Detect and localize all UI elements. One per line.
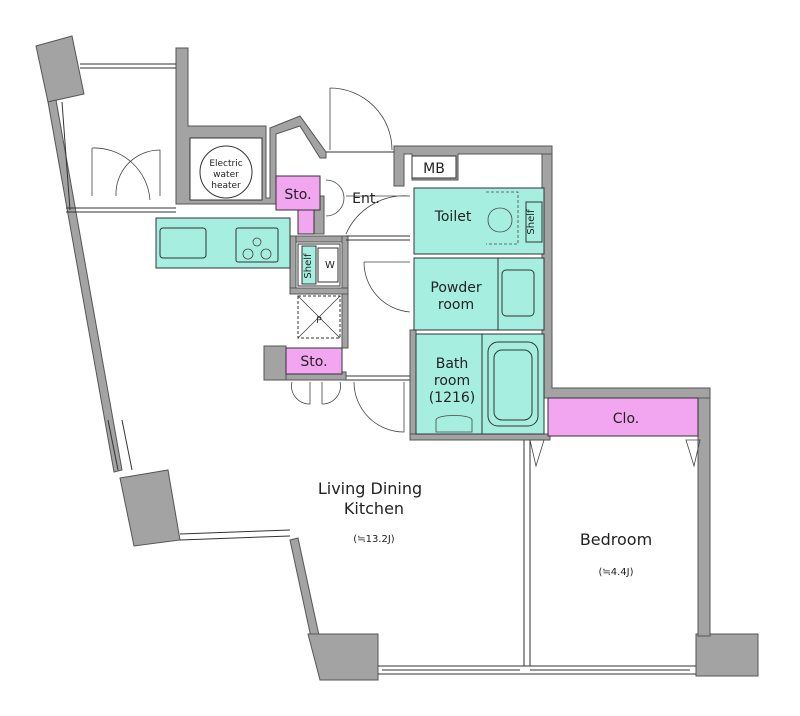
meter-box-label: MB (423, 161, 445, 177)
storage-top-label: Sto. (284, 187, 311, 203)
water-heater-label-2: water (213, 170, 239, 180)
ps-label: P (316, 316, 322, 326)
ldk-label-1: Living Dining (318, 479, 422, 498)
exterior-walls (35, 35, 759, 681)
water-heater: Electric water heater (189, 137, 263, 201)
washer-label: W (325, 260, 335, 271)
toilet-shelf-label: Shelf (526, 209, 537, 235)
powder-room-label-1: Powder (430, 280, 481, 296)
closet: Clo. (547, 397, 699, 437)
bath-room: Bath room (1216) (415, 333, 545, 435)
ldk-size: (≒13.2J) (353, 534, 395, 545)
laundry-shelf-label: Shelf (303, 253, 314, 279)
bedroom-size: (≒4.4J) (598, 567, 633, 578)
bedroom-label: Bedroom (580, 530, 652, 549)
storage-bottom-label: Sto. (300, 354, 327, 370)
entrance-label: Ent. (352, 191, 380, 207)
powder-room-label-2: room (438, 297, 474, 313)
toilet-label: Toilet (434, 209, 472, 225)
pipe-space: P (297, 295, 341, 339)
bath-room-label-1: Bath (436, 356, 469, 372)
washer-area: Shelf W (297, 243, 341, 287)
outline-lines (61, 63, 696, 675)
water-heater-label-1: Electric (209, 159, 242, 169)
meter-box: MB (411, 155, 457, 179)
storage-top: Sto. (275, 175, 321, 235)
bath-room-label-2: room (434, 373, 470, 389)
bath-room-label-3: (1216) (429, 390, 476, 406)
storage-bottom: Sto. (285, 347, 343, 375)
kitchen-counter (155, 217, 291, 269)
powder-room: Powder room (413, 257, 545, 331)
ldk-label-2: Kitchen (344, 499, 404, 518)
water-heater-label-3: heater (211, 181, 241, 191)
closet-label: Clo. (613, 411, 639, 427)
toilet-room: Toilet Shelf (413, 187, 545, 255)
